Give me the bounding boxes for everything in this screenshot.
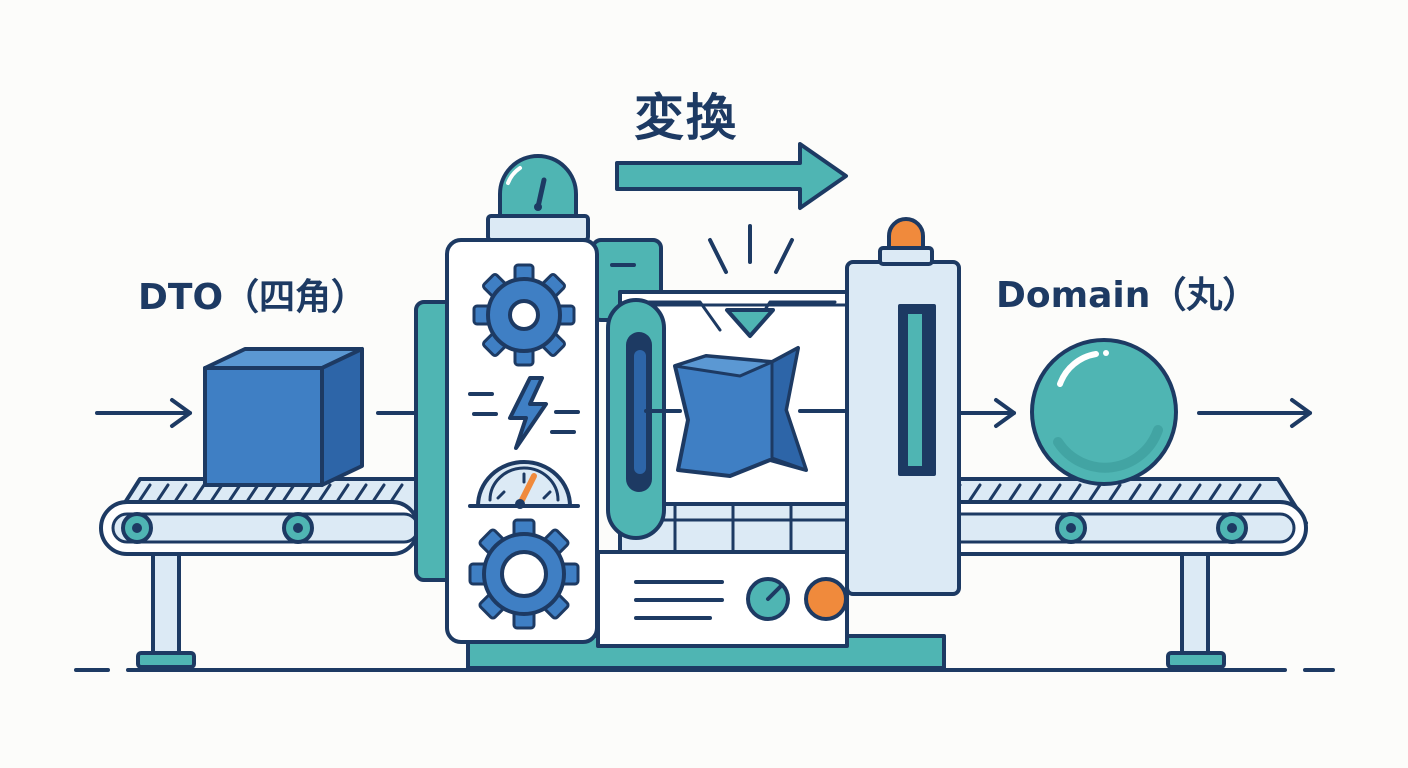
transforming-shape-icon [644,346,847,478]
dto-cube-icon [203,347,364,487]
impact-lines-icon [708,224,794,274]
lightning-icon [468,376,580,450]
transform-machine [414,154,961,670]
process-arrow-icon [615,142,848,210]
gear-icon [472,263,576,367]
press-indicator-icon [725,308,775,338]
beacon-light-icon [486,154,590,242]
left-conveyor [99,477,420,669]
flow-arrows [95,398,1312,428]
flow-arrow-icon [1197,398,1312,428]
domain-sphere-icon [1030,338,1178,486]
transform-title: 変換 [634,89,738,147]
indicator-light-icon [887,217,925,250]
gear-icon [468,518,580,630]
domain-label: Domain（丸） [996,275,1259,316]
right-conveyor [903,477,1308,669]
gauge-icon [468,460,580,509]
flow-arrow-icon [95,398,192,428]
dial-knob-icon [746,577,790,621]
orange-button-icon [804,577,848,621]
dto-label: DTO（四角） [138,277,368,318]
